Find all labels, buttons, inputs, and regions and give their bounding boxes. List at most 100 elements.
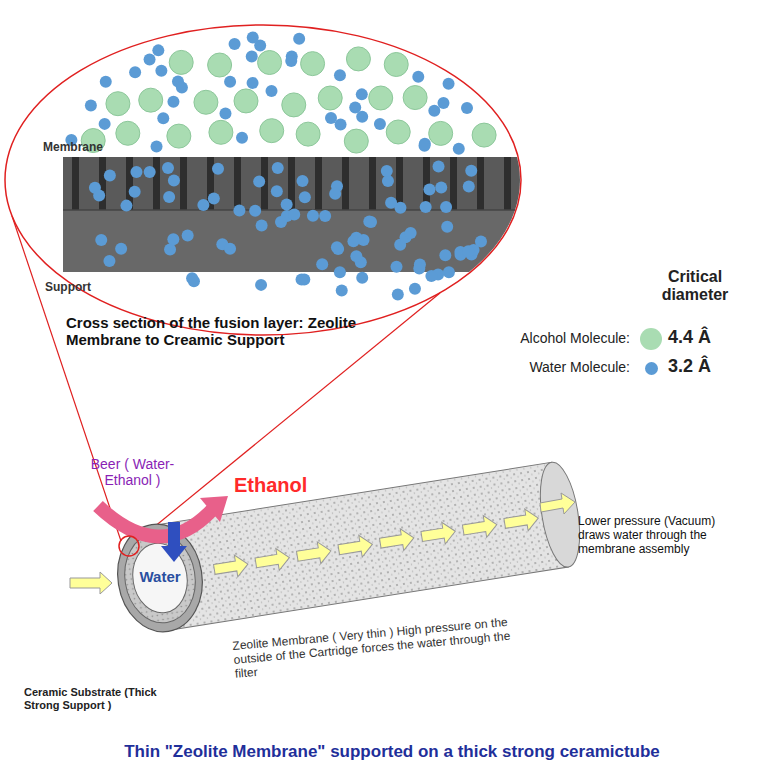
flow-arrow — [379, 527, 416, 554]
membrane-note: Zeolite Membrane ( Very thin ) High pres… — [232, 614, 534, 681]
water-molecule — [453, 143, 465, 155]
water-arrow — [168, 522, 180, 548]
water-molecule — [271, 185, 283, 197]
water-molecule — [350, 250, 362, 262]
water-molecule — [293, 33, 305, 45]
water-molecule — [425, 270, 437, 282]
water-molecule — [85, 100, 97, 112]
water-molecule — [363, 215, 375, 227]
pore — [342, 157, 349, 210]
water-molecule — [151, 140, 163, 152]
water-molecule — [219, 108, 231, 120]
water-molecule — [224, 243, 236, 255]
water-molecule — [275, 216, 287, 228]
alcohol-molecule — [296, 122, 320, 146]
water-molecule — [163, 191, 175, 203]
water-molecule — [95, 234, 107, 246]
alcohol-molecule — [194, 90, 218, 114]
figure-caption: Thin "Zeolite Membrane" supported on a t… — [124, 742, 660, 762]
pore — [315, 157, 322, 210]
water-molecule — [253, 176, 265, 188]
alcohol-molecule — [282, 93, 306, 117]
water-molecule — [418, 140, 430, 152]
water-arrowhead — [161, 546, 187, 562]
alcohol-molecule — [208, 53, 232, 77]
flow-arrow — [503, 507, 540, 534]
water-molecule — [409, 283, 421, 295]
water-molecule — [247, 77, 259, 89]
water-molecule — [167, 233, 179, 245]
alcohol-molecule — [258, 51, 282, 75]
water-molecule — [272, 162, 284, 174]
water-molecule — [212, 163, 224, 175]
water-molecule — [347, 235, 359, 247]
water-molecule — [249, 205, 261, 217]
pore — [153, 157, 160, 210]
water-molecule — [356, 272, 368, 284]
legend-text: Water Molecule: — [529, 359, 630, 375]
flow-arrows — [213, 507, 540, 580]
alcohol-molecule — [346, 47, 370, 71]
flow-arrow — [213, 553, 250, 580]
water-molecule — [104, 169, 116, 181]
water-molecule — [334, 266, 346, 278]
water-molecule — [443, 78, 455, 90]
water-molecule — [164, 243, 176, 255]
flow-arrow — [461, 514, 498, 541]
water-molecule — [329, 188, 341, 200]
alcohol-molecule — [386, 120, 410, 144]
water-molecule — [144, 53, 156, 65]
water-molecule — [420, 201, 432, 213]
water-molecule — [336, 285, 348, 297]
water-molecule — [392, 288, 404, 300]
cartridge — [110, 458, 586, 637]
water-molecule — [167, 96, 179, 108]
magnifier-outline — [5, 25, 521, 335]
water-molecule — [331, 241, 343, 253]
alcohol-molecule — [139, 88, 163, 112]
water-molecule — [188, 275, 200, 287]
water-molecule — [435, 182, 447, 194]
cross-section — [63, 157, 533, 272]
alcohol-molecule — [234, 89, 258, 113]
water-molecule — [152, 44, 164, 56]
water-molecule — [428, 105, 440, 117]
alcohol-molecule — [318, 86, 342, 110]
cartridge-body — [152, 462, 569, 630]
water-molecule — [129, 66, 141, 78]
water-molecule — [405, 227, 417, 239]
water-molecule — [356, 88, 368, 100]
retentate-label: Ethanol — [234, 474, 307, 497]
substrate-label: Ceramic Substrate (Thick Strong Support … — [24, 686, 174, 711]
flow-arrow — [337, 534, 374, 561]
vacuum-note: Lower pressure (Vacuum) draws water thro… — [578, 515, 728, 556]
water-molecule — [335, 118, 347, 130]
molecules — [65, 31, 496, 300]
water-molecule — [465, 165, 477, 177]
water-molecule — [155, 65, 167, 77]
water-molecule — [246, 51, 258, 63]
water-molecule — [157, 112, 169, 124]
support-band — [63, 210, 533, 272]
alcohol-molecule — [472, 123, 496, 147]
flow-arrow — [254, 547, 291, 574]
water-molecule — [256, 219, 268, 231]
alcohol-molecule — [344, 129, 368, 153]
water-molecule — [93, 190, 105, 202]
water-molecule — [208, 193, 220, 205]
water-molecule — [224, 76, 236, 88]
water-molecule — [296, 273, 308, 285]
alcohol-molecule — [369, 86, 393, 110]
pore — [72, 157, 79, 210]
water-molecule — [129, 186, 141, 198]
water-molecule — [115, 243, 127, 255]
water-molecule — [120, 200, 132, 212]
legend-heading: Critical diameter — [640, 268, 750, 305]
feed-label: Beer ( Water-Ethanol ) — [70, 456, 195, 488]
alcohol-molecule — [116, 121, 140, 145]
water-molecule — [176, 81, 188, 93]
water-molecule — [437, 97, 449, 109]
pore — [450, 157, 457, 210]
alcohol-molecule — [106, 92, 130, 116]
alcohol-molecule — [209, 120, 233, 144]
